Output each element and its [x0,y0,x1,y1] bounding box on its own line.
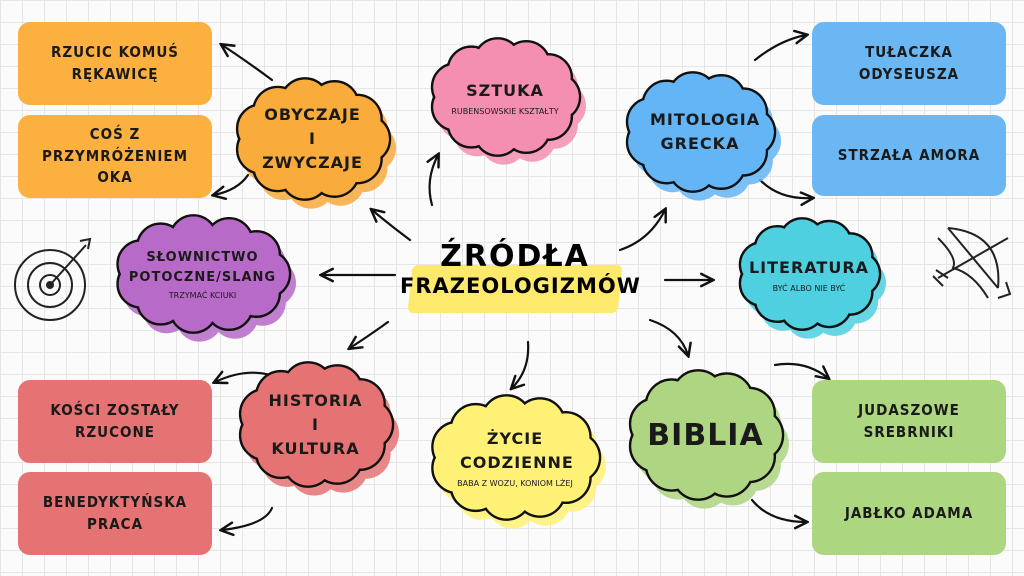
cloud-sztuka[interactable]: SZTUKA RUBENSOWSKIE KSZTAŁTY [430,37,586,165]
box-label: KOŚCI ZOSTAŁY RZUCONE [50,400,180,441]
cloud-example: BABA Z WOZU, KONIOM LŻEJ [457,479,573,488]
cloud-title: LITERATURA [748,257,870,277]
box-benedyktynska-praca[interactable]: BENEDYKTYŃSKA PRACA [18,472,212,555]
cloud-literatura[interactable]: LITERATURA BYĆ ALBO NIE BYĆ [738,217,886,339]
box-kosci-rzucone[interactable]: KOŚCI ZOSTAŁY RZUCONE [18,380,212,463]
box-label: JABŁKO ADAMA [844,503,974,522]
box-label: STRZAŁA AMORA [837,145,981,164]
box-strzala-amora[interactable]: STRZAŁA AMORA [812,115,1006,196]
cloud-zycie[interactable]: ŻYCIE CODZIENNE BABA Z WOZU, KONIOM LŻEJ [430,394,606,529]
cloud-shape [238,361,399,496]
cloud-title: MITOLOGIA GRECKA [650,110,761,153]
cloud-shape [430,37,586,165]
target-dart-icon [14,237,92,321]
box-label: JUDASZOWE SREBRNIKI [858,400,960,441]
box-judaszowe-srebrniki[interactable]: JUDASZOWE SREBRNIKI [812,380,1006,463]
box-label: RZUCIC KOMUŚ RĘKAWICĘ [50,42,179,83]
cloud-title: SŁOWNICTWO POTOCZNE/SLANG [128,250,277,285]
cloud-title: HISTORIA I KULTURA [268,390,363,458]
bow-arrow-icon [932,227,1012,299]
cloud-shape [625,71,781,201]
box-tulaczka-odyseusza[interactable]: TUŁACZKA ODYSEUSZA [812,22,1006,105]
cloud-historia[interactable]: HISTORIA I KULTURA [238,361,399,496]
cloud-example: TRZYMAĆ KCIUKI [168,291,237,300]
cloud-shape [628,369,789,509]
box-jablko-adama[interactable]: JABŁKO ADAMA [812,472,1006,555]
central-title-line2: FRAZEOLOGIZMÓW [400,274,641,298]
central-topic: ŹRÓDŁA FRAZEOLOGIZMÓW [400,239,641,313]
box-label: TUŁACZKA ODYSEUSZA [858,42,960,83]
cloud-shape [738,217,886,339]
cloud-title: BIBLIA [647,417,764,453]
box-label: COŚ Z PRZYMRÓŻENIEM OKA [41,124,189,187]
cloud-slownictwo[interactable]: SŁOWNICTWO POTOCZNE/SLANG TRZYMAĆ KCIUKI [115,214,296,342]
cloud-example: BYĆ ALBO NIE BYĆ [772,283,846,293]
cloud-shape [116,214,296,342]
cloud-title: OBYCZAJE I ZWYCZAJE [262,105,363,172]
box-rzucic-rekawice[interactable]: RZUCIC KOMUŚ RĘKAWICĘ [18,22,212,105]
cloud-mitologia[interactable]: MITOLOGIA GRECKA [625,71,781,201]
cloud-shape [235,77,396,209]
cloud-biblia[interactable]: BIBLIA [628,369,789,509]
cloud-shape [431,394,606,529]
central-title-line1: ŹRÓDŁA [440,239,590,274]
box-label: BENEDYKTYŃSKA PRACA [42,492,188,533]
cloud-title: ŻYCIE CODZIENNE [460,429,574,472]
cloud-obyczaje[interactable]: OBYCZAJE I ZWYCZAJE [235,77,396,209]
box-przymrozenie-oka[interactable]: COŚ Z PRZYMRÓŻENIEM OKA [18,115,212,198]
cloud-example: RUBENSOWSKIE KSZTAŁTY [451,106,559,116]
cloud-title: SZTUKA [466,80,544,100]
